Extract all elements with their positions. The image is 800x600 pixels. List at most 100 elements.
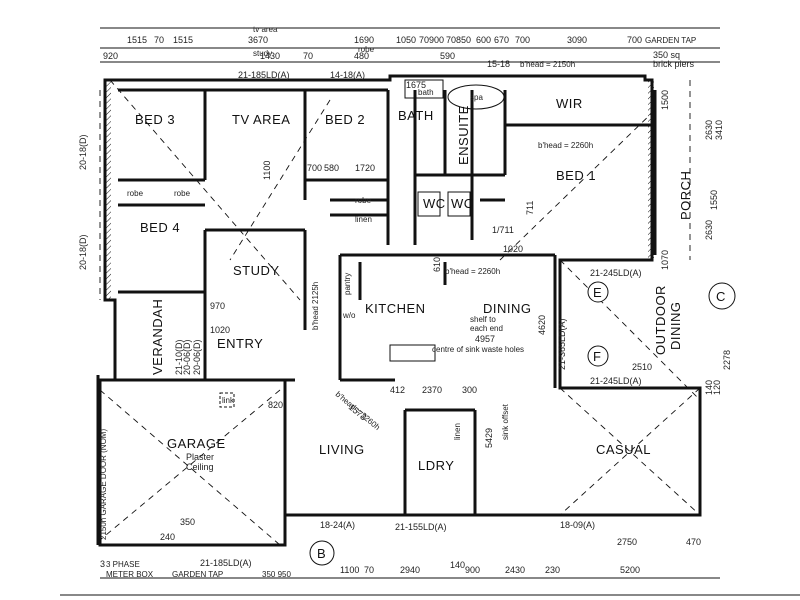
dim-top2-7: brick piers	[653, 59, 695, 69]
room-study: STUDY	[233, 263, 280, 278]
dim-top-7: 900	[429, 35, 444, 45]
spa-fixture	[447, 84, 505, 110]
dim-top2-2: 70	[303, 51, 313, 61]
dim-4620: 4620	[537, 315, 547, 335]
room-wc2: WC	[451, 196, 474, 211]
dim-2750: 2750	[617, 537, 637, 547]
room-outdoor: OUTDOOR	[653, 285, 668, 355]
room-ensuite: ENSUITE	[456, 105, 471, 165]
room-dining: DINING	[483, 301, 532, 316]
dim-bottom-6: 2430	[505, 565, 525, 575]
room-bed3: BED 3	[135, 112, 175, 127]
dim-1020: 1020	[210, 325, 230, 335]
note-tv-area: tv area	[253, 25, 278, 34]
dim-350: 350	[180, 517, 195, 527]
label-wo: w/o	[342, 311, 356, 320]
side-right-3: 1550	[709, 190, 719, 210]
garage-note-plaster: Plaster	[186, 452, 214, 462]
note-meter: METER BOX	[106, 570, 154, 579]
label-linen-2: linen	[453, 423, 462, 440]
dim-1675: 1675	[406, 80, 426, 90]
dim-bottom-3: 2940	[400, 565, 420, 575]
note-bhead: b'head = 2150h	[520, 60, 575, 69]
kitchen-sink	[389, 344, 436, 362]
dim-1720: 1720	[355, 163, 375, 173]
label-garage-door: 2150h GARAGE DOOR (NOM)	[99, 429, 108, 540]
dim-top-9: 850	[456, 35, 471, 45]
room-kitchen: KITCHEN	[365, 301, 426, 316]
top-dimension-text: 1515 70 1515 3670 1690 1050 70 900 70 85…	[103, 25, 696, 69]
dim-top-0: 1515	[127, 35, 147, 45]
room-bed2: BED 2	[325, 112, 365, 127]
dim-top-10: 600	[476, 35, 491, 45]
marker-f: F	[593, 349, 601, 364]
beam-label-1: 21-185LD(A)	[238, 70, 290, 80]
beam-label-9: 18-09(A)	[560, 520, 595, 530]
marker-c-circle	[708, 282, 736, 310]
interior-walls	[98, 90, 652, 515]
dim-top-14: 700	[627, 35, 642, 45]
beam-label-4: 21-245LD(A)	[590, 376, 642, 386]
beam-label-2: 14-18(A)	[330, 70, 365, 80]
note-study: study	[253, 49, 272, 58]
label-pantry: pantry	[343, 273, 352, 295]
side-right-1: 2630	[704, 120, 714, 140]
room-porch: PORCH	[678, 171, 693, 220]
dim-bottom-5: 900	[465, 565, 480, 575]
dim-300: 300	[462, 385, 477, 395]
dim-711: 711	[525, 201, 535, 215]
label-bhead-2260b: b'head = 2260h	[445, 267, 500, 276]
room-ldry: LDRY	[418, 458, 454, 473]
note-dims-bottom: 350 950	[262, 570, 291, 579]
dim-1-711: 1/711	[492, 225, 514, 235]
note-garden-tap-bottom: GARDEN TAP	[172, 570, 223, 579]
beam-label-7: 18-24(A)	[320, 520, 355, 530]
room-bed1: BED 1	[556, 168, 596, 183]
room-wc1: WC	[423, 196, 446, 211]
dim-580: 580	[324, 163, 339, 173]
label-sink-offset: sink offset	[501, 403, 510, 440]
dim-top-1: 70	[154, 35, 164, 45]
hatch-top-left	[105, 80, 111, 300]
marker-e-circle	[587, 281, 609, 303]
side-right-2: 3410	[714, 120, 724, 140]
room-casual: CASUAL	[596, 442, 651, 457]
label-bhead-2260: b'head = 2260h	[538, 141, 593, 150]
dim-top2-1: 1430	[260, 51, 280, 61]
room-wir: WIR	[556, 96, 583, 111]
note-robe: robe	[358, 45, 375, 54]
beam-label-8: 21-155LD(A)	[395, 522, 447, 532]
dim-top-8: 70	[446, 35, 456, 45]
dim-top2-6: 350 sq	[653, 50, 680, 60]
side-left-2: 20-06(D)	[182, 339, 192, 375]
dim-700: 700	[307, 163, 322, 173]
side-right-6: 140	[704, 380, 714, 395]
wc-fixture-1	[417, 191, 441, 217]
label-shelf3: 4957	[475, 334, 495, 344]
dim-970: 970	[210, 301, 225, 311]
dim-bottom-1: 1100	[340, 565, 359, 575]
top-dimension-lines	[100, 27, 720, 63]
label-spa: spa	[470, 93, 483, 102]
label-shelf2: each end	[470, 324, 503, 333]
marker-e: E	[593, 285, 602, 300]
room-tv-area: TV AREA	[232, 112, 290, 127]
dim-top2-3: 480	[354, 51, 369, 61]
dim-bottom-7: 230	[545, 565, 560, 575]
dim-top2-5: 15-18	[487, 59, 510, 69]
dim-bottom-8: 5200	[620, 565, 640, 575]
dim-top-2: 1515	[173, 35, 193, 45]
side-left-1: 20-18(D)	[78, 234, 88, 270]
marker-c: C	[716, 289, 726, 304]
room-bath: BATH	[398, 108, 434, 123]
room-outdoor-dining: DINING	[668, 302, 683, 351]
dim-2510: 2510	[632, 362, 652, 372]
marker-b: B	[317, 546, 326, 561]
beam-label-3: 21-245LD(A)	[590, 268, 642, 278]
dim-1020b: 1020	[503, 244, 523, 254]
hatch-right	[648, 80, 654, 260]
dim-top-12: 700	[515, 35, 530, 45]
beam-label-6: 21-185LD(A)	[200, 558, 252, 568]
note-phase: 3 PHASE	[106, 560, 140, 569]
